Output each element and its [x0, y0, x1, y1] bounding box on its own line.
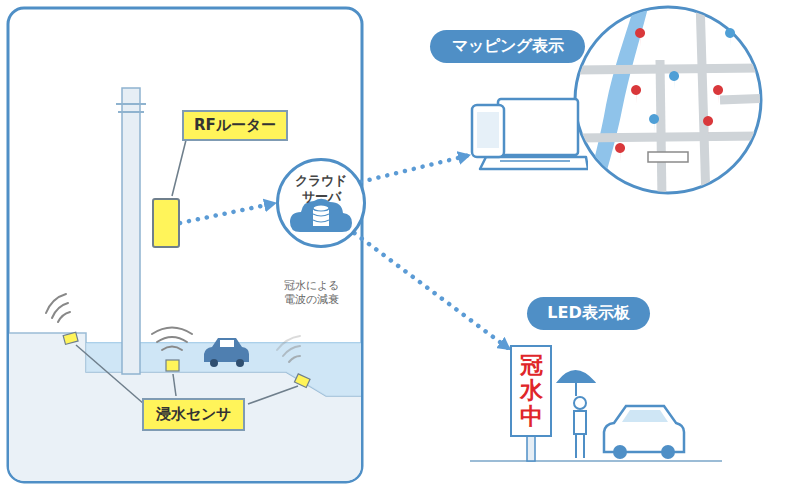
- router-label: RFルーター: [182, 110, 288, 141]
- person: [558, 371, 594, 458]
- sensor: [166, 360, 179, 371]
- cloud-shape: [290, 199, 352, 232]
- pole: [122, 88, 140, 374]
- map: [570, 0, 770, 200]
- led-board: LED表示板冠水中: [510, 345, 552, 437]
- car: [604, 406, 684, 459]
- ground: [9, 333, 361, 481]
- dotted-arrow: [361, 155, 470, 182]
- flood: [86, 343, 298, 379]
- laptop-icon: [470, 95, 588, 175]
- sign-post: [527, 436, 535, 461]
- heading-pill: マッピング表示: [430, 30, 585, 63]
- phone: [472, 105, 504, 157]
- mapping-display: マッピング表示: [470, 95, 588, 175]
- leader-line: [172, 140, 186, 196]
- sensor: [294, 374, 310, 388]
- laptop-base: [480, 157, 588, 169]
- laptop-screen: [498, 99, 578, 155]
- ground-line: [470, 460, 722, 462]
- led-text: 冠水中: [520, 353, 543, 429]
- sensor-label: 浸水センサ: [156, 405, 231, 424]
- dotted-arrow: [180, 203, 276, 223]
- phone-screen: [477, 112, 499, 148]
- cloud-server: クラウド サーバ: [276, 158, 366, 248]
- server-label: クラウド サーバ: [291, 173, 351, 204]
- rf-router: RFルーター: [152, 198, 180, 248]
- sensor-label-box: 浸水センサ: [142, 398, 245, 431]
- map-pins: [615, 28, 735, 163]
- heading-pill: LED表示板: [527, 297, 650, 330]
- note-label: 冠水による 電波の減衰: [284, 278, 340, 306]
- car: [204, 338, 249, 367]
- sensor: [63, 332, 78, 344]
- dotted-arrow: [354, 233, 510, 350]
- leader-line: [76, 345, 298, 404]
